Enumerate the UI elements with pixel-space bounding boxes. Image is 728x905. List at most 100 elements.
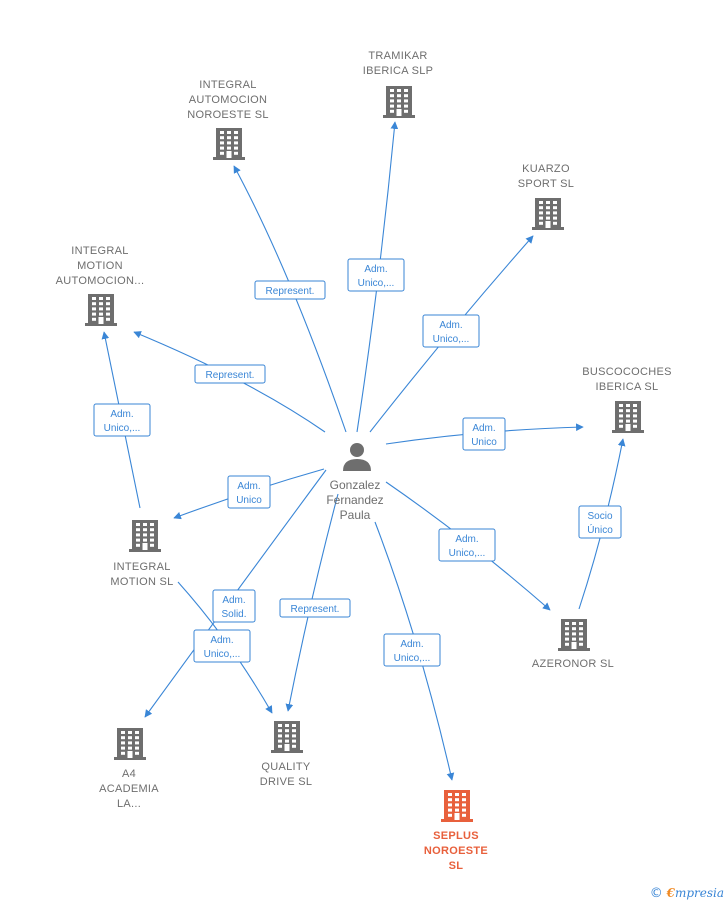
company-name: LA... [117, 798, 141, 810]
building-icon [213, 128, 245, 160]
company-node-buscocoches[interactable]: BUSCOCOCHES IBERICA SL [582, 366, 671, 433]
edge-label: Socio [587, 511, 612, 522]
company-node-integral-motion-auto[interactable]: INTEGRAL MOTION AUTOMOCION... [56, 245, 145, 326]
building-icon [85, 294, 117, 326]
company-name: BUSCOCOCHES [582, 366, 671, 378]
brand-initial: € [666, 886, 675, 900]
company-node-kuarzo[interactable]: KUARZO SPORT SL [518, 163, 574, 230]
brand-logo[interactable]: © €mpresia [650, 886, 724, 901]
building-icon [271, 721, 303, 753]
relation-edge[interactable]: Represent. [133, 331, 326, 433]
relation-edge[interactable]: Adm. Unico,... [177, 581, 273, 714]
company-name: SEPLUS [433, 830, 479, 842]
edge-label-box[interactable] [93, 403, 151, 437]
company-name: NOROESTE [424, 845, 488, 857]
edge-label: Adm. [400, 639, 423, 650]
relation-edge[interactable]: Adm. Unico,... [93, 331, 151, 509]
relation-edge[interactable]: Adm. Unico,... [374, 521, 455, 781]
company-name: INTEGRAL [199, 79, 256, 91]
person-name: Fernandez [326, 493, 383, 507]
relation-edge[interactable]: Adm. Unico,... [385, 481, 551, 611]
company-name: INTEGRAL [71, 245, 128, 257]
edge-label: Represent. [206, 370, 255, 381]
company-name: ACADEMIA [99, 783, 159, 795]
edge-label: Represent. [266, 286, 315, 297]
company-name: INTEGRAL [113, 561, 170, 573]
edge-label: Único [587, 523, 613, 536]
edge-label: Adm. [439, 320, 462, 331]
edge-label-box[interactable] [227, 475, 271, 509]
company-name: QUALITY [261, 761, 311, 773]
company-name: SPORT SL [518, 178, 574, 190]
edge-arrow [101, 331, 141, 509]
edge-label: Unico,... [449, 548, 486, 559]
edge-label: Unico,... [394, 653, 431, 664]
edge-label-box[interactable] [212, 589, 256, 623]
edge-label: Unico [471, 437, 497, 448]
company-name: A4 [122, 768, 136, 780]
edge-label-box[interactable] [438, 528, 496, 562]
copyright-icon: © [649, 886, 663, 901]
company-name: IBERICA SLP [363, 65, 434, 77]
edge-label: Unico,... [358, 278, 395, 289]
building-icon [558, 619, 590, 651]
edge-label-box[interactable] [462, 417, 506, 451]
edge-label: Adm. [472, 423, 495, 434]
relation-edge[interactable]: Adm.Unico [173, 468, 325, 520]
edge-label: Represent. [291, 604, 340, 615]
company-name: IBERICA SL [596, 381, 659, 393]
building-icon [114, 728, 146, 760]
edge-label: Adm. [364, 264, 387, 275]
edge-label: Adm. [237, 481, 260, 492]
building-icon [441, 790, 473, 822]
edge-label-box[interactable] [193, 629, 251, 663]
person-name: Paula [340, 508, 371, 522]
company-name: KUARZO [522, 163, 570, 175]
edge-label-box[interactable] [383, 633, 441, 667]
company-name: NOROESTE SL [187, 109, 269, 121]
building-icon [612, 401, 644, 433]
company-name: TRAMIKAR [368, 50, 427, 62]
company-name: AUTOMOCION... [56, 275, 145, 287]
edge-label: Unico,... [104, 423, 141, 434]
edge-label: Adm. [110, 409, 133, 420]
edge-label: Adm. [222, 595, 245, 606]
company-name: AZERONOR SL [532, 658, 614, 670]
relation-edge[interactable]: Adm. Unico,... [347, 121, 405, 433]
building-icon [383, 86, 415, 118]
edge-label-box[interactable] [578, 505, 622, 539]
company-node-integral-automocion[interactable]: INTEGRAL AUTOMOCION NOROESTE SL [187, 79, 269, 160]
edge-label-box[interactable] [279, 598, 351, 618]
building-icon [129, 520, 161, 552]
person-name: Gonzalez [330, 478, 381, 492]
company-node-integral-motion-sl[interactable]: INTEGRAL MOTION SL [110, 520, 173, 588]
edge-label: Adm. [210, 635, 233, 646]
edge-label: Adm. [455, 534, 478, 545]
relation-edge[interactable]: Represent. [233, 165, 347, 433]
company-name: MOTION SL [110, 576, 173, 588]
building-icon [532, 198, 564, 230]
company-name: MOTION [77, 260, 123, 272]
company-name: AUTOMOCION [189, 94, 268, 106]
relation-edge[interactable]: Adm. Unico,... [369, 235, 534, 433]
edge-label: Solid. [221, 609, 246, 620]
company-node-tramikar[interactable]: TRAMIKAR IBERICA SLP [363, 50, 434, 118]
relation-edge[interactable]: Adm. Unico [385, 417, 584, 451]
brand-name: mpresia [674, 886, 724, 900]
relation-edge[interactable]: Adm. Solid. [144, 469, 327, 718]
edge-label-box[interactable] [194, 364, 266, 384]
relation-edge[interactable]: Represent. [279, 493, 351, 712]
edge-label: Unico,... [204, 649, 241, 660]
edge-label-box[interactable] [254, 280, 326, 300]
edge-label-box[interactable] [347, 258, 405, 292]
edge-label: Unico,... [433, 334, 470, 345]
company-node-quality[interactable]: QUALITY DRIVE SL [260, 721, 313, 788]
company-node-azeronor[interactable]: AZERONOR SL [532, 619, 614, 670]
edge-label-box[interactable] [422, 314, 480, 348]
company-name: DRIVE SL [260, 776, 313, 788]
